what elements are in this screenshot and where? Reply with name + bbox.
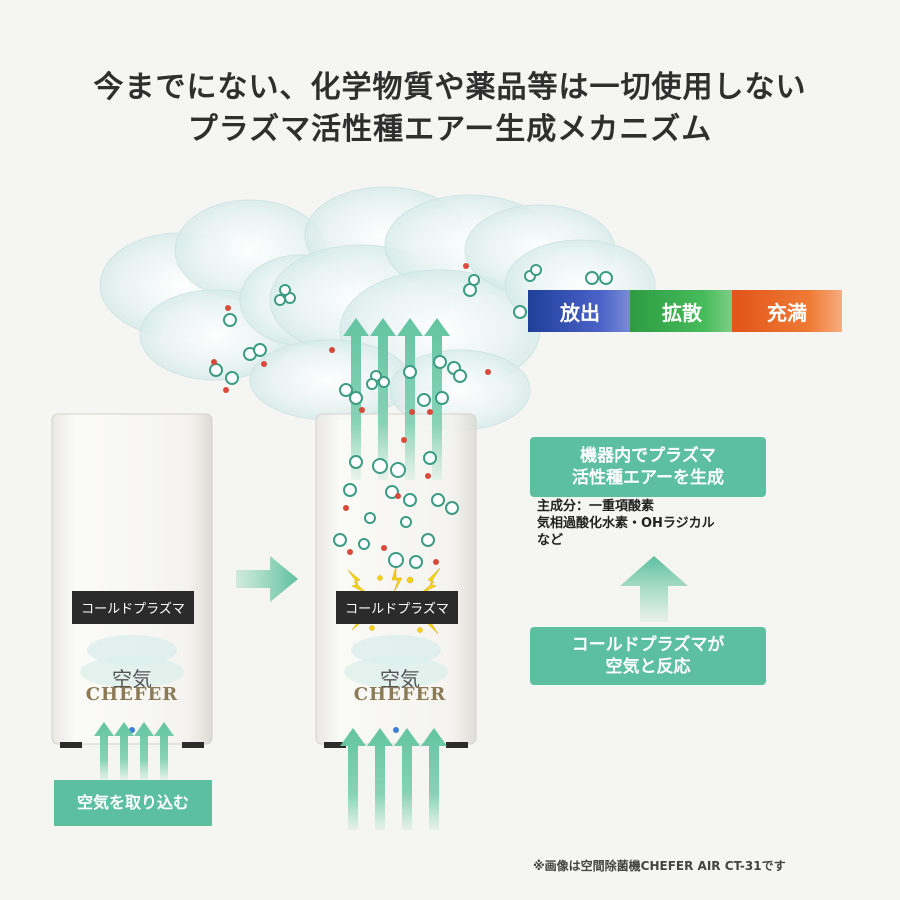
- components-line-2: 気相過酸化水素・OHラジカル: [537, 515, 715, 531]
- stage-release-tag: 放出: [528, 290, 632, 332]
- react-line-2: 空気と反応: [605, 657, 691, 677]
- brand-jp-left: 空気: [112, 667, 152, 691]
- intake-label-box: 空気を取り込む: [54, 780, 212, 826]
- brand-en-left: CHEFER: [85, 684, 179, 705]
- footnote: ※画像は空間除菌機CHEFER AIR CT-31です: [533, 859, 786, 873]
- components-line-3: など: [537, 532, 564, 548]
- cold-plasma-label-right: コールドプラズマ: [336, 591, 458, 624]
- transition-arrow: [236, 556, 298, 602]
- brand-en-right: CHEFER: [353, 684, 447, 705]
- stage-fill-tag: 充満: [732, 290, 842, 332]
- generate-line-2: 活性種エアーを生成: [572, 468, 724, 488]
- react-line-1: コールドプラズマが: [571, 634, 725, 655]
- generate-line-1: 機器内でプラズマ: [580, 445, 716, 466]
- react-box: コールドプラズマが 空気と反応: [530, 627, 766, 685]
- intake-arrows-left: [94, 722, 174, 780]
- process-up-arrow: [620, 556, 688, 622]
- components-text: 主成分：一重項酸素 気相過酸化水素・OHラジカル など: [537, 499, 715, 550]
- cold-plasma-label-left: コールドプラズマ: [72, 591, 194, 624]
- headline-line-2: プラズマ活性種エアー生成メカニズム: [187, 112, 713, 147]
- brand-jp-right: 空気: [380, 667, 420, 691]
- headline-line-1: 今までにない、化学物質や薬品等は一切使用しない: [93, 70, 807, 105]
- intake-label: 空気を取り込む: [76, 792, 189, 812]
- intake-arrows-right: [340, 728, 447, 830]
- stage-spread-tag: 拡散: [630, 290, 734, 332]
- generate-box: 機器内でプラズマ 活性種エアーを生成: [530, 437, 766, 497]
- molecules: [209, 263, 613, 569]
- components-line-1: 主成分：一重項酸素: [537, 499, 655, 514]
- device-left: [51, 413, 213, 748]
